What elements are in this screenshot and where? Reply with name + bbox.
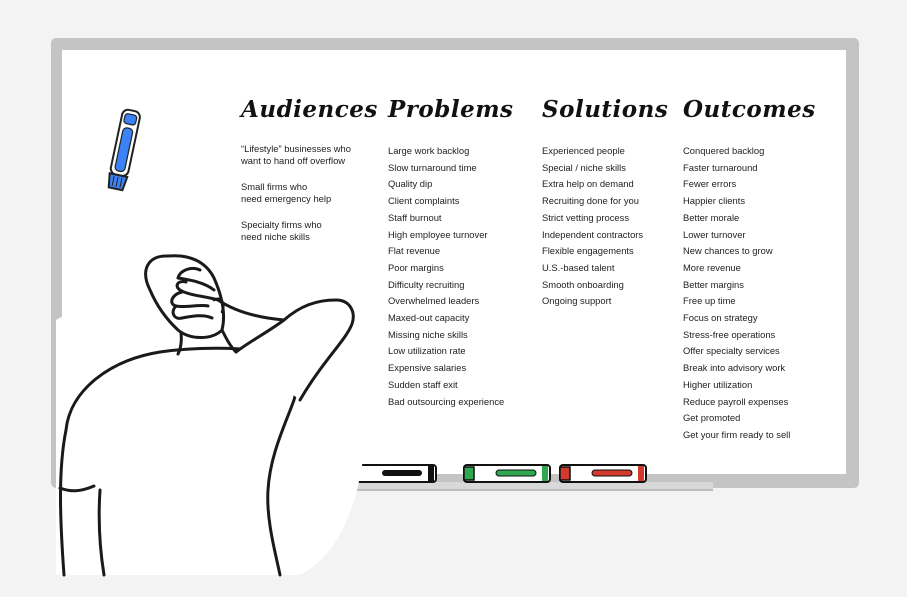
list-item: Specialty firms who need niche skills [241,219,378,242]
list-item: Low utilization rate [388,345,466,357]
list-item: New chances to grow [683,245,773,257]
list-item: Better margins [683,278,744,290]
list-item: Focus on strategy [683,312,758,324]
solutions-list: Experienced people Special / niche skill… [542,143,668,310]
list-item: Bad outsourcing experience [388,395,505,407]
list-item: High employee turnover [388,228,488,240]
list-item: Small firms who need emergency help [241,181,378,204]
list-item: “Lifestyle” businesses who want to hand … [241,143,378,166]
list-item: Quality dip [388,178,433,190]
list-item-line: need emergency help [241,192,332,204]
list-item: More revenue [683,261,741,273]
list-item: Offer specialty services [683,345,780,357]
audiences-list: “Lifestyle” businesses who want to hand … [241,143,378,242]
list-item: Client complaints [388,195,460,207]
list-item-line: Small firms who [241,181,308,192]
list-item: Slow turnaround time [388,161,477,173]
column-heading: Audiences [241,96,378,123]
list-item: Faster turnaround [683,161,758,173]
list-item: Smooth onboarding [542,278,624,290]
list-item: Happier clients [683,195,746,207]
list-item: Free up time [683,295,736,307]
list-item-line: Specialty firms who [241,219,322,230]
column-solutions: Solutions Experienced people Special / n… [542,96,668,310]
list-item: Experienced people [542,145,625,156]
list-item: Independent contractors [542,228,644,240]
column-heading: Outcomes [683,96,816,123]
red-marker-icon [559,464,647,483]
list-item: Reduce payroll expenses [683,395,789,407]
column-outcomes: Outcomes Conquered backlog Faster turnar… [683,96,816,444]
list-item: Expensive salaries [388,362,467,374]
list-item: Ongoing support [542,295,612,307]
green-marker-icon [463,464,551,483]
list-item: Stress-free operations [683,328,776,340]
list-item: Special / niche skills [542,161,626,173]
list-item: Difficulty recruiting [388,278,465,290]
list-item: Get your firm ready to sell [683,428,791,440]
list-item: Conquered backlog [683,145,765,156]
list-item: Get promoted [683,412,741,424]
outcomes-list: Conquered backlog Faster turnaround Fewe… [683,143,816,444]
list-item: Sudden staff exit [388,378,458,390]
list-item-line: want to hand off overflow [241,154,346,166]
list-item: Staff burnout [388,211,442,223]
list-item: Flexible engagements [542,245,634,257]
list-item: Break into advisory work [683,362,786,374]
list-item: Poor margins [388,261,444,273]
list-item: Large work backlog [388,145,470,156]
list-item: U.S.-based talent [542,261,615,273]
list-item-line: need niche skills [241,230,310,242]
list-item-line: “Lifestyle” businesses who [241,143,351,154]
marker-tray [350,482,713,491]
list-item: Higher utilization [683,378,753,390]
list-item: Better morale [683,211,740,223]
column-heading: Solutions [542,96,669,123]
list-item: Recruiting done for you [542,195,639,207]
list-item: Overwhelmed leaders [388,295,480,307]
list-item: Maxed-out capacity [388,312,470,324]
list-item: Lower turnover [683,228,746,240]
list-item: Fewer errors [683,178,737,190]
list-item: Missing niche skills [388,328,468,340]
list-item: Extra help on demand [542,178,634,190]
column-heading: Problems [388,96,514,123]
list-item: Strict vetting process [542,211,630,223]
problems-list: Large work backlog Slow turnaround time … [388,143,514,410]
blue-marker-icon [107,108,141,192]
column-audiences: Audiences “Lifestyle” businesses who wan… [241,96,378,257]
column-problems: Problems Large work backlog Slow turnaro… [388,96,514,410]
list-item: Flat revenue [388,245,441,257]
